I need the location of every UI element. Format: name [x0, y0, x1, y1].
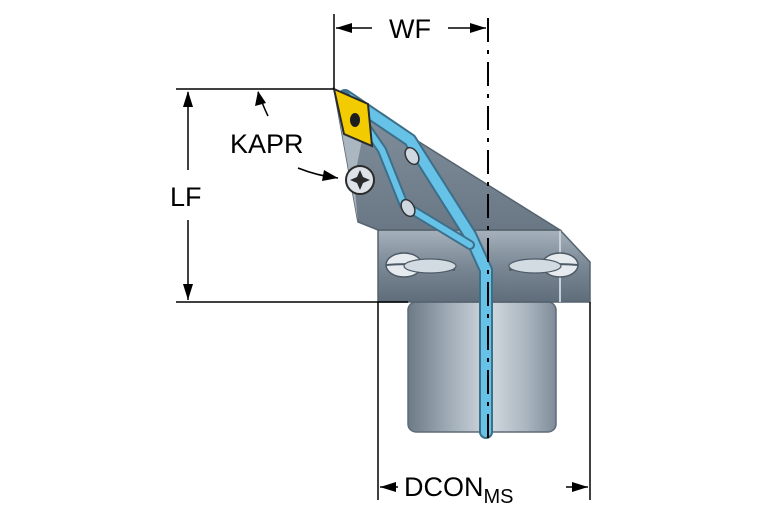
coolant-plug: [400, 198, 416, 218]
flange-slot-right: [508, 252, 579, 278]
wf-label: WF: [389, 14, 431, 44]
dcon-main-label: DCON: [404, 472, 484, 502]
torx-screw-icon: [345, 165, 375, 195]
flange-slot-left: [385, 252, 457, 278]
kapr-label: KAPR: [230, 129, 304, 159]
insert-hole: [350, 113, 360, 127]
kapr-dimension: KAPR: [230, 91, 339, 181]
dcon-sub-label: MS: [484, 486, 514, 508]
dconms-dimension: DCONMS: [377, 302, 591, 508]
lf-dimension: LF: [170, 88, 408, 303]
tool-body: [332, 87, 591, 439]
coolant-plug: [404, 146, 420, 166]
dconms-label: DCONMS: [404, 472, 514, 508]
lf-label: LF: [170, 182, 202, 212]
wf-dimension: WF: [333, 14, 486, 89]
